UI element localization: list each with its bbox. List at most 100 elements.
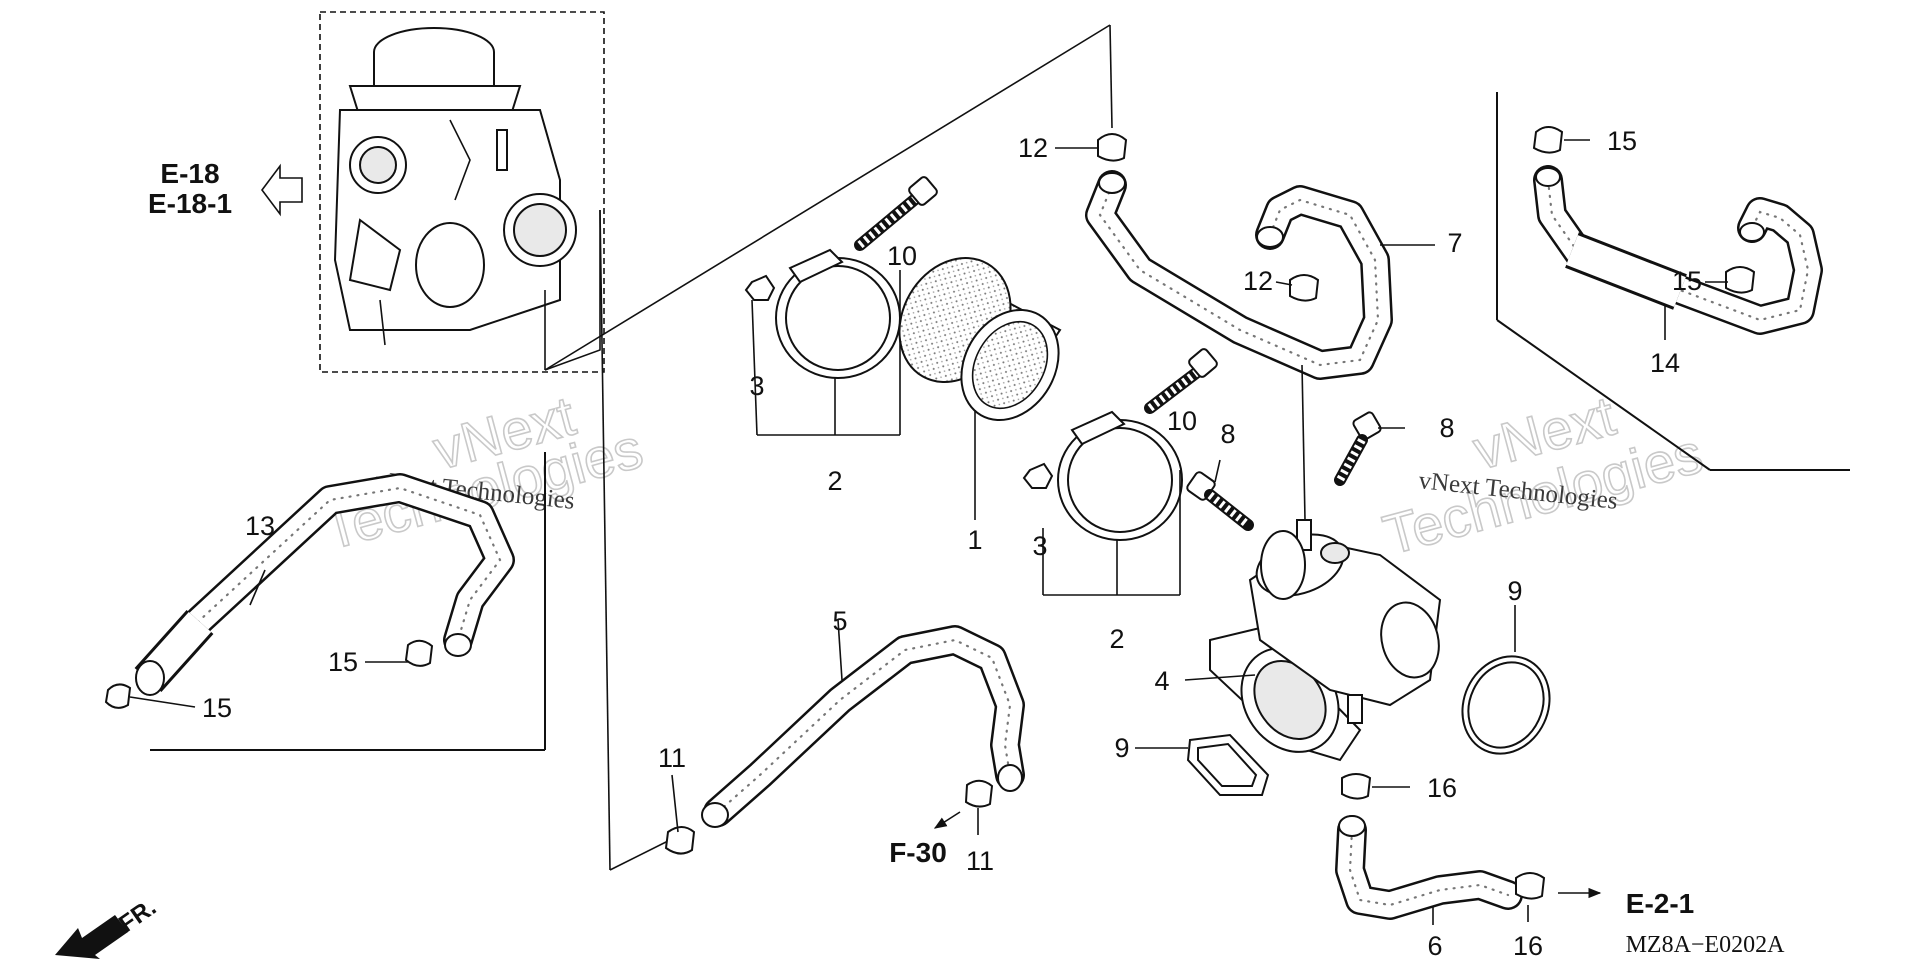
clamp-upper-band-inner <box>785 265 891 371</box>
label-7: 7 <box>1447 228 1462 258</box>
insulator-nipple-bottom <box>1347 694 1363 724</box>
label-14: 14 <box>1650 348 1680 378</box>
watermark-right: vNext Technologies vNext Technologies <box>1376 383 1710 568</box>
clip-15-left-a <box>104 683 132 709</box>
insulator-port-inner <box>1253 660 1327 740</box>
hose-14-bracket-diag <box>1496 319 1711 471</box>
carburetor-assembly <box>319 11 605 373</box>
label-12-top: 12 <box>1018 133 1048 163</box>
bolt-10-lower-head <box>1188 348 1218 378</box>
hose-6 <box>1335 815 1523 920</box>
bolt-8-left <box>1186 471 1254 531</box>
label-4: 4 <box>1154 666 1169 696</box>
insulator-4 <box>1209 519 1442 762</box>
label-2-upper: 2 <box>827 466 842 496</box>
leader-12-mid <box>1275 281 1293 286</box>
nut-3-upper <box>744 274 776 301</box>
label-15-left-b: 15 <box>328 647 358 677</box>
hose-13-end-a <box>135 660 165 696</box>
bolt-10-lower-shank <box>1144 364 1206 414</box>
hose-14-end-a <box>1535 167 1561 187</box>
label-1: 1 <box>967 525 982 555</box>
label-11-left: 11 <box>658 743 686 773</box>
clamp-upper-tab <box>788 248 844 284</box>
hose-5-end-a <box>701 802 729 828</box>
clip-11-shape-a <box>664 826 696 855</box>
bolt-8-right <box>1334 411 1382 486</box>
label-8-left: 8 <box>1220 419 1235 449</box>
clip-15-left-a-shape <box>104 683 132 709</box>
hose-14-sleeve <box>1566 235 1686 307</box>
ref-e18-1: E-18-1 <box>148 188 232 219</box>
hose-7-fill <box>1087 172 1391 378</box>
label-15-right-b: 15 <box>1672 266 1702 296</box>
carburetor-port-left-inner <box>359 146 397 184</box>
bolt-8-right-head <box>1352 411 1382 441</box>
front-direction-indicator: FR. <box>55 894 161 959</box>
hose-7-drop-line <box>1301 364 1306 521</box>
carburetor-rod <box>379 299 386 346</box>
nut-3-lower <box>1022 462 1054 489</box>
part-labels: 1 2 2 3 3 4 5 6 7 8 8 9 9 10 10 11 11 12… <box>202 126 1702 959</box>
insulator-side-port <box>1380 601 1440 679</box>
label-8-right: 8 <box>1439 413 1454 443</box>
front-arrow-icon <box>55 915 128 959</box>
bolt-8-left-thread <box>1207 491 1251 529</box>
leader-13 <box>249 569 266 606</box>
arrow-to-f30 <box>933 811 961 829</box>
reference-e18-group: E-18 E-18-1 <box>148 158 303 219</box>
clip-15-left-b-shape <box>404 639 434 667</box>
carburetor-linkage <box>348 218 402 292</box>
label-9-right: 9 <box>1507 576 1522 606</box>
label-15-left-a: 15 <box>202 693 232 723</box>
clip-15-right-b <box>1725 266 1756 294</box>
hose-7-end-a <box>1098 172 1126 194</box>
carburetor-throttle-arm <box>449 119 471 201</box>
o-ring-9-right-inner <box>1467 661 1545 749</box>
group-bracket-lines <box>544 24 1113 871</box>
clamp-upper-bracket-a <box>751 299 758 436</box>
hose-13-end-b <box>444 633 472 657</box>
leader-4 <box>1184 674 1256 681</box>
bolt-10-upper-shank <box>854 189 926 251</box>
clip-11-bottom-left <box>664 826 696 855</box>
hose-7-end-b <box>1256 226 1284 248</box>
ref-e2-1: E-2-1 <box>1626 888 1694 919</box>
bracket-line-top <box>544 24 1111 371</box>
hose-13-texture <box>153 486 502 672</box>
carburetor-dashed-box <box>319 11 605 373</box>
clip-15-left-b <box>404 639 434 667</box>
clamp-lower-group <box>1022 348 1218 596</box>
clip-11-bottom-mid <box>964 779 994 808</box>
carburetor-port-right-inner <box>513 203 567 257</box>
hose-6-fill <box>1337 817 1521 918</box>
ref-f30: F-30 <box>889 837 947 868</box>
clip-12-top <box>1097 133 1128 162</box>
hose-7 <box>1085 170 1393 380</box>
clip-12-mid-shape <box>1289 274 1320 302</box>
clip-12-top-shape <box>1097 133 1128 162</box>
hose-14-fill <box>1535 167 1821 333</box>
hose-6-texture <box>1348 828 1510 907</box>
bolt-10-upper-thread <box>857 191 923 249</box>
clamp-lower-band-inner <box>1067 427 1173 533</box>
insulator-top-hole <box>1320 542 1350 564</box>
gasket-9-bottom <box>1186 733 1270 796</box>
clip-16-top <box>1341 773 1372 800</box>
label-16-top: 16 <box>1427 773 1457 803</box>
insulator-left-boss <box>1260 530 1306 600</box>
hose-7-texture <box>1098 183 1380 367</box>
label-10-lower: 10 <box>1167 406 1197 436</box>
ref-e18: E-18 <box>160 158 219 189</box>
label-3-upper: 3 <box>749 371 764 401</box>
clip-16-top-shape <box>1341 773 1372 800</box>
carburetor-float-chamber <box>415 222 485 308</box>
leader-11-left <box>671 774 679 833</box>
bracket-line-top-drop <box>1109 24 1113 129</box>
label-3-lower: 3 <box>1032 531 1047 561</box>
label-11-mid: 11 <box>966 846 994 876</box>
hose-14-group <box>1496 92 1850 471</box>
leader-lines <box>129 139 1728 925</box>
carburetor-screw <box>496 129 508 171</box>
